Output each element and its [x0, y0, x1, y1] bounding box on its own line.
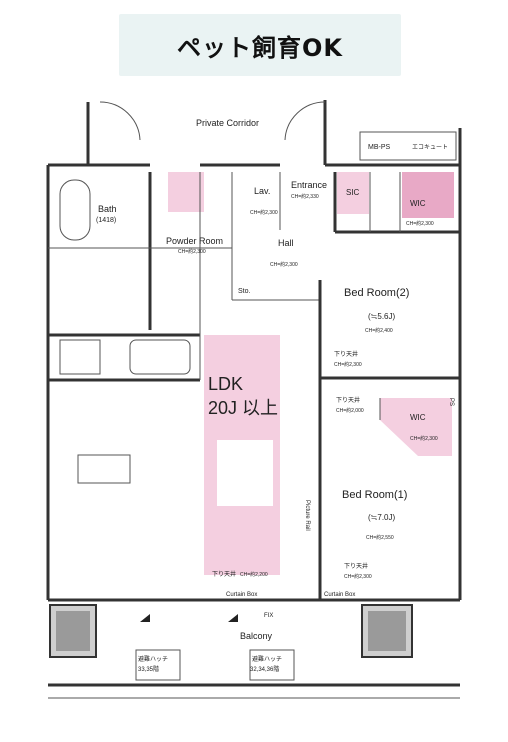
ldk-label: LDK [208, 374, 243, 394]
wic-top-pink-zone [402, 172, 454, 218]
ldk-soffit: 下り天井 [212, 570, 236, 578]
washer-pink-zone [168, 172, 204, 212]
hatch-left-num: 33,35階 [138, 665, 159, 673]
wic-top-ch: CH=約2,300 [406, 220, 434, 227]
bed1-size: (≒7.0J) [368, 513, 395, 522]
balcony-label: Balcony [240, 631, 273, 641]
wic-top-label: WIC [410, 199, 426, 208]
mbps-note: エコキュート [412, 144, 448, 151]
mbps-label: MB-PS [368, 144, 391, 151]
bed2-soffit: 下り天井 [334, 350, 358, 358]
pet-ok-banner: ペット飼育OK [119, 14, 401, 76]
hall-ch: CH=約2,300 [270, 261, 298, 268]
hall-label: Hall [278, 238, 294, 248]
ldk-table [217, 440, 273, 506]
curtain-box-left: Curtain Box [226, 592, 257, 598]
fix-label: FIX [264, 613, 273, 619]
bed1-soffit-ch: CH=約2,300 [344, 573, 372, 580]
mid-soffit: 下り天井 [336, 396, 360, 404]
hatch-right-num: 32,34,36階 [250, 665, 279, 673]
powder-room-ch: CH=約2,300 [178, 248, 206, 255]
bed1-ch: CH=約2,550 [366, 534, 394, 541]
bed1-soffit: 下り天井 [344, 562, 368, 570]
hatch-left-label: 避難ハッチ [138, 655, 168, 663]
bed2-size: (≒5.6J) [368, 312, 395, 321]
bath-size: (1418) [96, 217, 116, 224]
mid-soffit-ch: CH=約2,000 [336, 407, 364, 414]
bed1-label: Bed Room(1) [342, 489, 407, 501]
corridor-label: Private Corridor [196, 118, 259, 128]
wic-mid-ch: CH=約2,300 [410, 435, 438, 442]
entrance-ch: CH=約2,330 [291, 193, 319, 200]
picture-rail-label: Picture Rail [304, 500, 310, 531]
curtain-box-right: Curtain Box [324, 592, 355, 598]
powder-room-label: Powder Room [166, 236, 223, 246]
bath-label: Bath [98, 204, 117, 214]
wic-mid-pink-zone [380, 398, 452, 456]
lav-ch: CH=約2,300 [250, 209, 278, 216]
lav-label: Lav. [254, 186, 270, 196]
entrance-label: Entrance [291, 180, 327, 190]
bed2-soffit-ch: CH=約2,300 [334, 361, 362, 368]
sic-pink-zone [337, 172, 369, 214]
ldk-soffit-ch: CH=約2,200 [240, 571, 268, 578]
hatch-right-label: 避難ハッチ [252, 655, 282, 663]
wic-mid-label: WIC [410, 413, 426, 422]
ps-label: PS [448, 398, 454, 406]
bed2-ch: CH=約2,400 [365, 327, 393, 334]
sto-label: Sto. [238, 288, 251, 295]
bed2-label: Bed Room(2) [344, 287, 409, 299]
ldk-size: 20J 以上 [208, 398, 278, 418]
sic-label: SIC [346, 188, 360, 197]
